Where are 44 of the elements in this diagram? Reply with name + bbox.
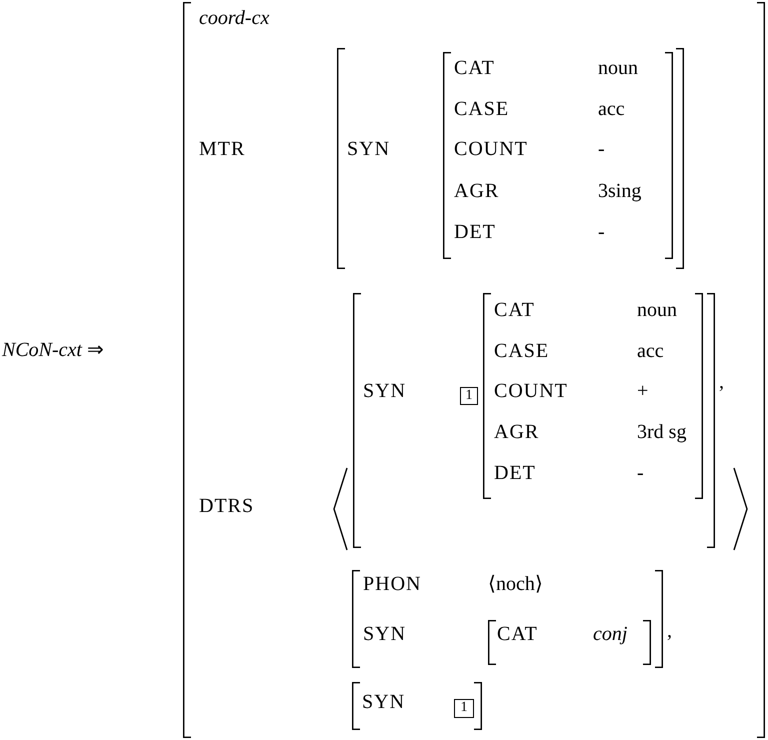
structure-sharing-tag: 1 xyxy=(454,699,474,718)
feature-name: DET xyxy=(454,222,496,242)
feature-value: noun xyxy=(598,58,638,78)
feature-name: COUNT xyxy=(454,139,528,159)
feature-value: conj xyxy=(593,624,628,644)
structure-sharing-tag: 1 xyxy=(460,387,478,405)
list-separator: , xyxy=(667,621,672,641)
attribute-value-matrix xyxy=(352,570,663,668)
feature-name: MTR xyxy=(199,139,246,159)
feature-name: PHON xyxy=(363,574,422,594)
feature-name: SYN xyxy=(347,139,390,159)
feature-value: 3rd sg xyxy=(637,422,686,442)
rule-heading: NCoN-cxt ⇒ xyxy=(2,340,104,360)
list-separator: , xyxy=(719,372,724,392)
attribute-value-matrix xyxy=(352,682,482,730)
feature-name: CAT xyxy=(494,300,535,320)
attribute-value-matrix xyxy=(353,293,715,548)
attribute-value-matrix xyxy=(488,620,651,665)
feature-name: DET xyxy=(494,463,536,483)
attribute-value-matrix xyxy=(183,2,765,738)
feature-value: - xyxy=(598,139,605,159)
feature-name: CAT xyxy=(454,58,495,78)
feature-value: - xyxy=(598,222,605,242)
feature-value: 3sing xyxy=(598,181,642,201)
type-label: coord-cx xyxy=(199,8,270,28)
feature-value: + xyxy=(637,381,648,401)
attribute-value-matrix xyxy=(443,52,673,259)
attribute-value-matrix xyxy=(337,48,684,269)
feature-name: AGR xyxy=(454,181,500,201)
feature-name: CAT xyxy=(497,624,538,644)
feature-name: SYN xyxy=(363,381,406,401)
feature-name: CASE xyxy=(494,341,550,361)
attribute-value-matrix xyxy=(483,293,703,499)
feature-name: DTRS xyxy=(199,496,254,516)
feature-value: acc xyxy=(598,99,625,119)
feature-name: SYN xyxy=(363,624,406,644)
feature-value: ⟨noch⟩ xyxy=(488,574,543,594)
feature-value: noun xyxy=(637,300,677,320)
feature-name: COUNT xyxy=(494,381,568,401)
feature-value: acc xyxy=(637,341,664,361)
feature-name: AGR xyxy=(494,422,540,442)
feature-value: - xyxy=(637,463,644,483)
feature-name: SYN xyxy=(362,692,406,712)
feature-name: CASE xyxy=(454,99,510,119)
